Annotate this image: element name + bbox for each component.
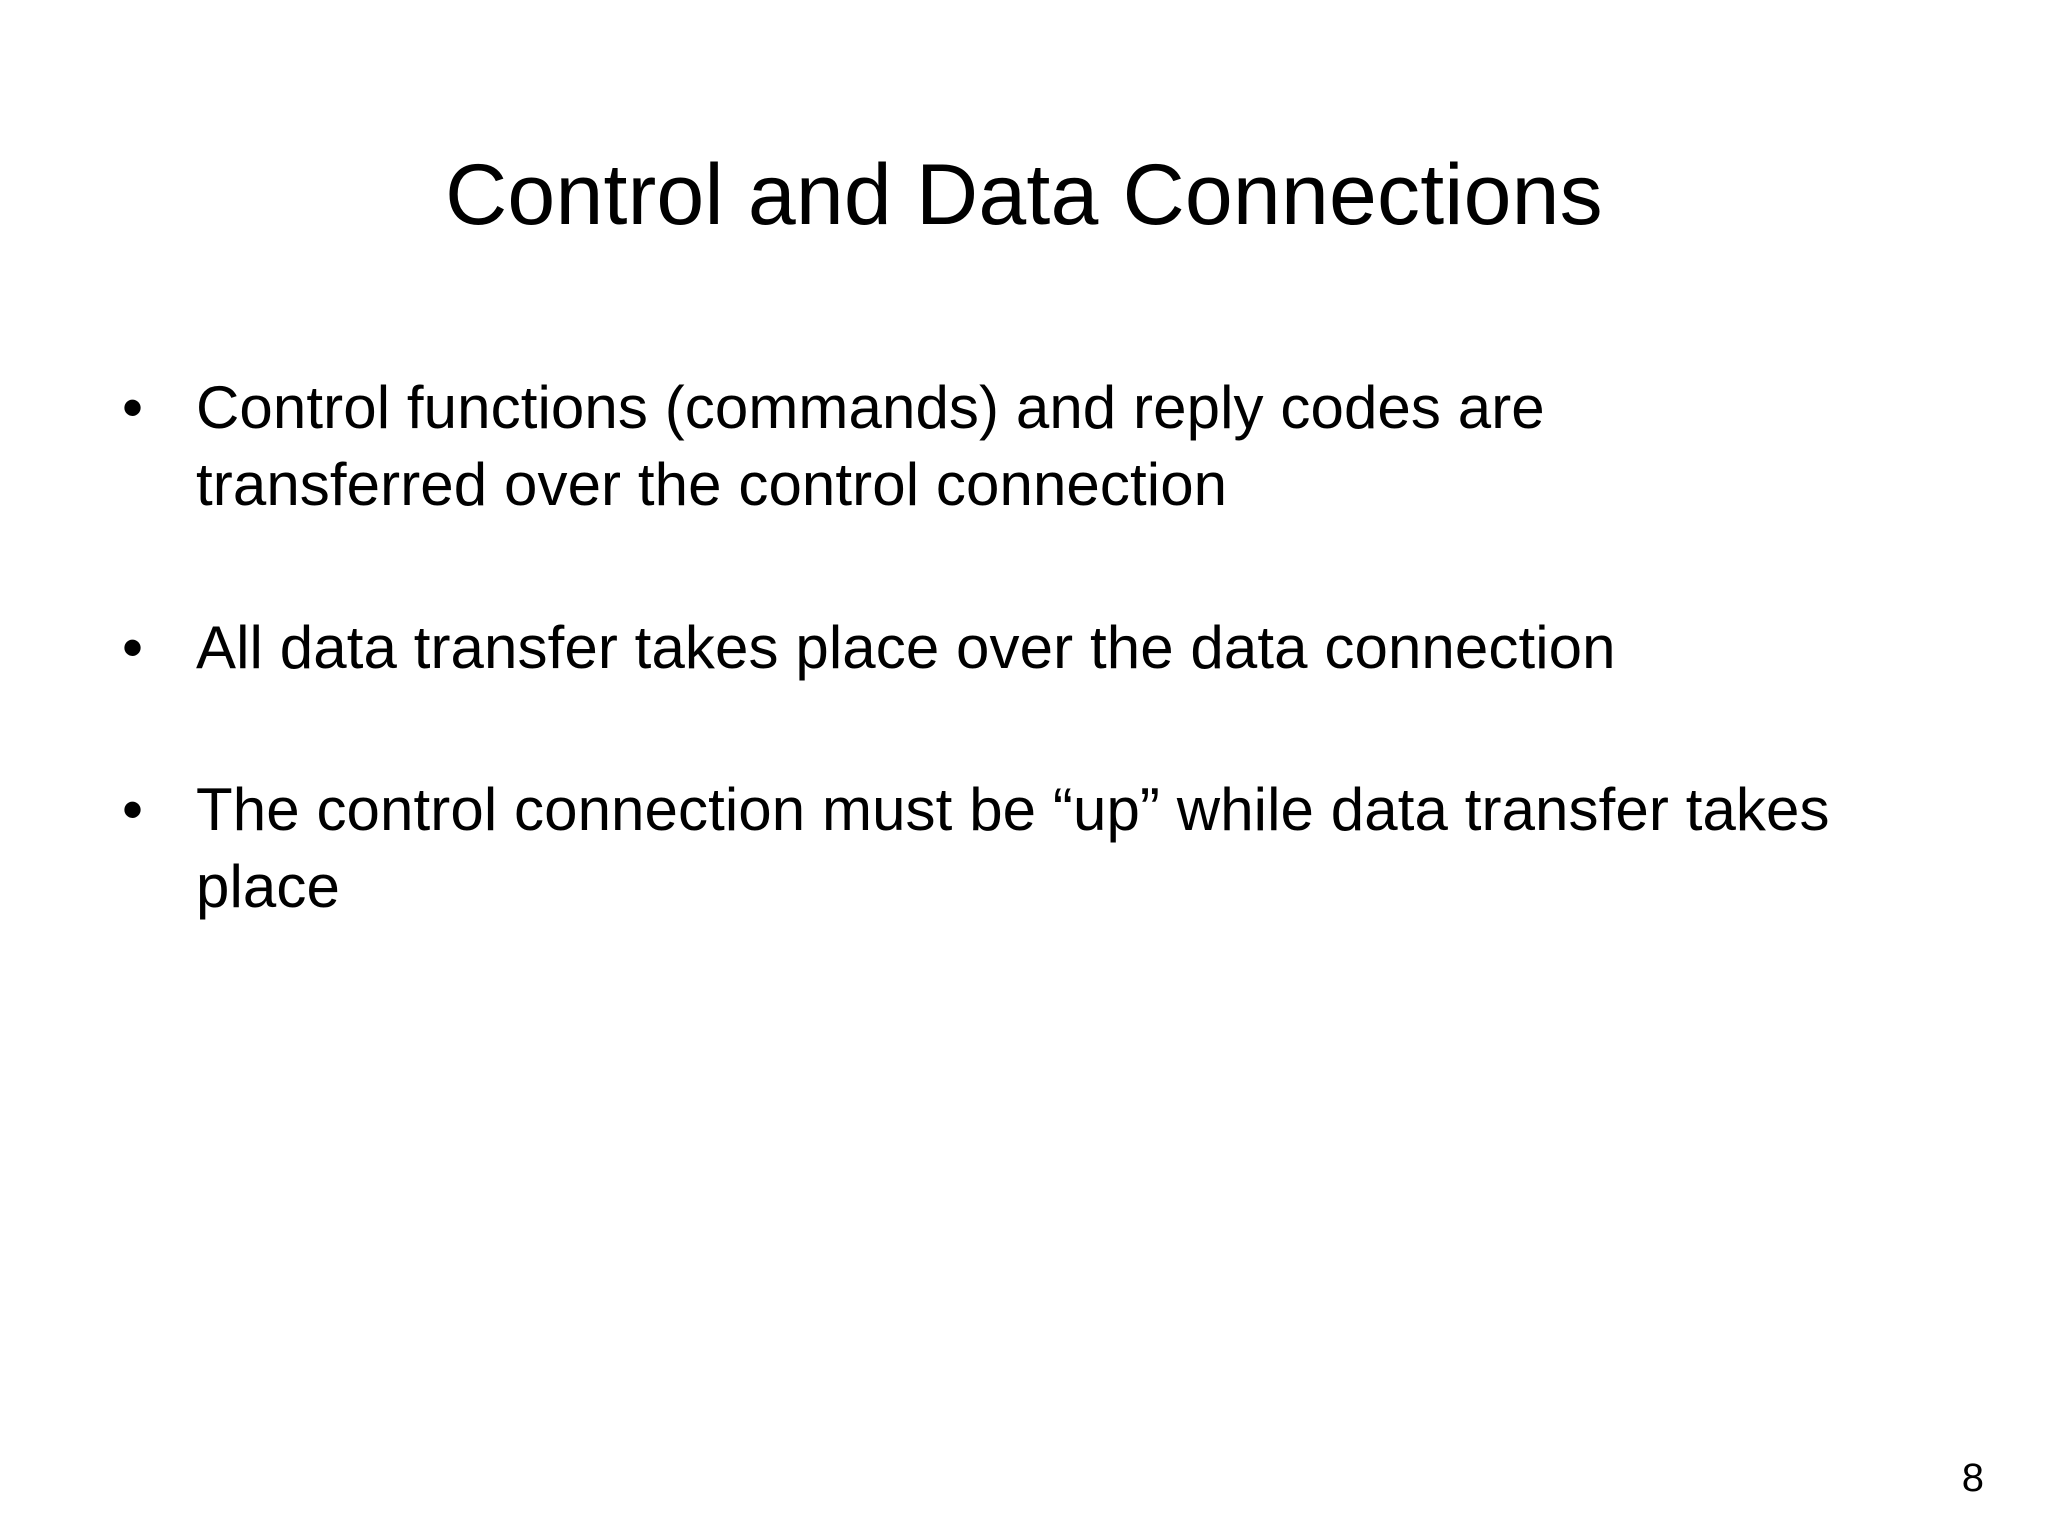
bullet-list: • Control functions (commands) and reply…: [112, 370, 1942, 926]
page-title: Control and Data Connections: [445, 146, 1603, 243]
list-item: • Control functions (commands) and reply…: [112, 370, 1942, 524]
bullet-point-icon: •: [122, 374, 144, 441]
list-item: • All data transfer takes place over the…: [112, 610, 1942, 687]
list-item: • The control connection must be “up” wh…: [112, 772, 1942, 926]
bullet-text-control-functions: Control functions (commands) and reply c…: [196, 374, 1545, 518]
bullet-point-icon: •: [122, 776, 144, 844]
page-number: 8: [1961, 1456, 1984, 1500]
bullet-text-data-transfer: All data transfer takes place over the d…: [196, 613, 1616, 681]
bullet-point-icon: •: [122, 613, 144, 681]
bullet-text-control-connection-up: The control connection must be “up” whil…: [196, 776, 1830, 921]
